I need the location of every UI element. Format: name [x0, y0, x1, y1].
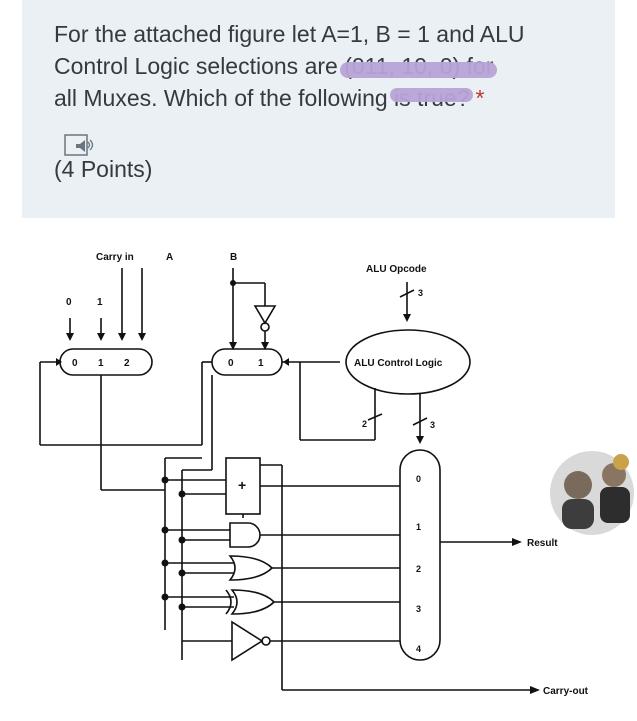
speaker-icon[interactable]	[64, 132, 96, 158]
avatar	[548, 447, 637, 551]
alu-figure: Carry in A B 0 1 0 1 2 0 1 ALU Opcode 3 …	[22, 218, 615, 721]
ctrl-width-b-label: 3	[430, 420, 435, 430]
ctrl-width-a-label: 2	[362, 419, 367, 429]
opcode-width-label: 3	[418, 288, 423, 298]
adder-symbol: +	[238, 477, 246, 493]
question-text: For the attached figure let A=1, B = 1 a…	[54, 18, 594, 114]
mux2-0: 0	[228, 358, 234, 369]
mux3-0: 0	[72, 358, 78, 369]
mux2-1: 1	[258, 358, 264, 369]
question-line-1: For the attached figure let A=1, B = 1 a…	[54, 21, 525, 47]
required-mark: *	[475, 85, 485, 111]
outmux-1: 1	[416, 522, 421, 532]
mux3-2: 2	[124, 358, 130, 369]
a-label: A	[166, 252, 173, 263]
b-label: B	[230, 252, 237, 263]
outmux-4: 4	[416, 644, 421, 654]
carry-in-label: Carry in	[96, 252, 134, 263]
question-line-2a: Control Logic selections are	[54, 53, 345, 79]
alu-opcode-label: ALU Opcode	[366, 264, 427, 275]
outmux-0: 0	[416, 474, 421, 484]
question-line-3b: is true?	[390, 82, 474, 114]
input-1-label: 1	[97, 297, 103, 308]
outmux-2: 2	[416, 564, 421, 574]
question-line-2: Control Logic selections are (011, 10, 0…	[54, 50, 594, 82]
mux3-1: 1	[98, 358, 104, 369]
outmux-3: 3	[416, 604, 421, 614]
carry-out-label: Carry-out	[543, 686, 589, 697]
question-line-3a: all Muxes. Which of the following	[54, 85, 395, 111]
input-0-label: 0	[66, 297, 72, 308]
question-line-3: all Muxes. Which of the following is tru…	[54, 82, 594, 114]
question-line-2b: (011, 10, 0) for	[340, 50, 498, 82]
result-label: Result	[527, 538, 558, 549]
points-label: (4 Points)	[54, 156, 153, 182]
alu-control-logic-label: ALU Control Logic	[354, 358, 443, 369]
